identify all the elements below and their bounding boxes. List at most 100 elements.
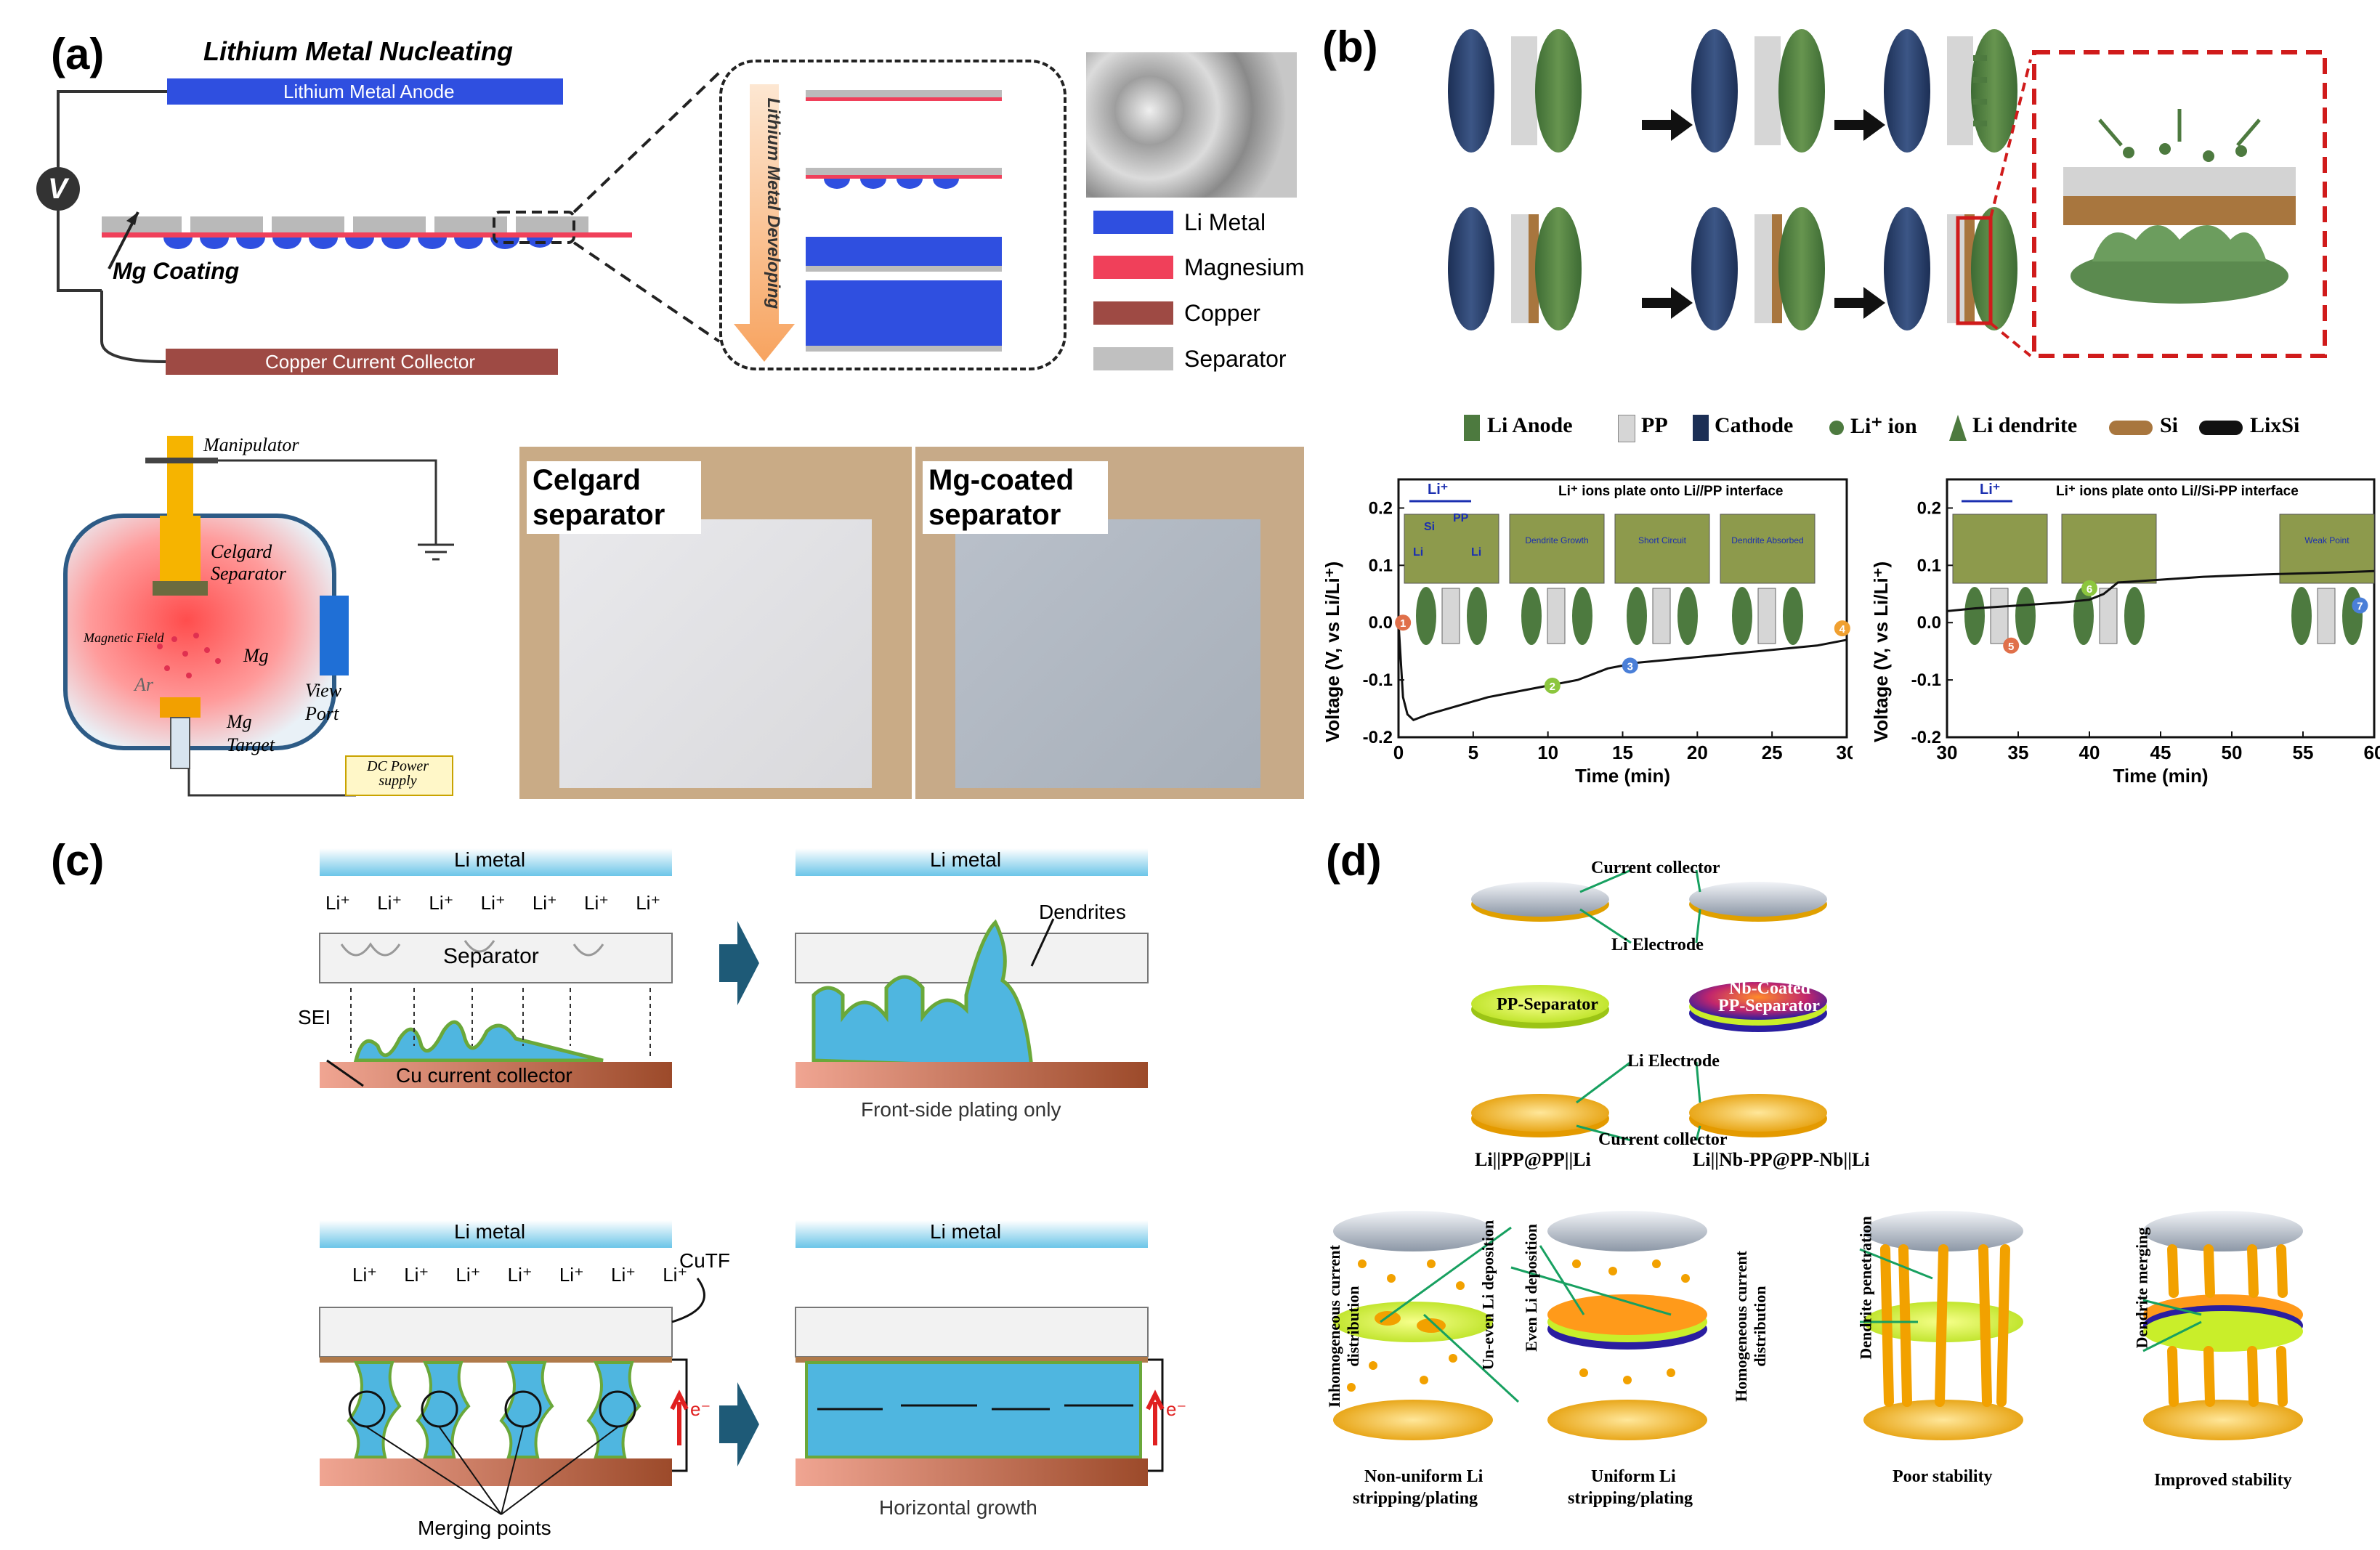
collector-label: Copper Current Collector xyxy=(265,351,476,373)
inset-cell-anode xyxy=(1627,587,1647,645)
electron-label-left: e⁻ xyxy=(690,1398,711,1420)
inset-cell-separator xyxy=(1547,588,1566,644)
cell-left-label: Li||PP@PP||Li xyxy=(1475,1149,1591,1170)
y-tick-label: 0.0 xyxy=(1369,613,1393,633)
legend-magnesium: Magnesium xyxy=(1184,254,1305,280)
nucleation-schematic xyxy=(36,71,721,375)
inset-photo xyxy=(1509,514,1605,584)
separator-label: Separator xyxy=(443,944,539,968)
cell-row-bottom xyxy=(1448,59,2032,357)
even-deposition-label: Even Li deposition xyxy=(1522,1223,1541,1352)
li-metal-label-tr: Li metal xyxy=(930,848,1002,871)
inset-cell-separator xyxy=(1990,588,2009,644)
stage-marker-label: 6 xyxy=(2086,583,2092,596)
legend-copper: Copper xyxy=(1184,300,1260,326)
inset-cell-cathode xyxy=(1783,587,1803,645)
panel-d-label: (d) xyxy=(1326,836,1382,885)
inset-photo xyxy=(2061,514,2157,584)
x-tick-label: 60 xyxy=(2364,742,2380,763)
caption-uniform-1: Uniform Li xyxy=(1591,1467,1676,1486)
x-axis-label: Time (min) xyxy=(2113,765,2209,787)
inset-cell-anode xyxy=(1964,587,1985,645)
dc-power-label: DC Power supply xyxy=(367,758,429,789)
inset-label: PP xyxy=(1453,512,1469,524)
y-tick-label: -0.1 xyxy=(1911,670,1941,690)
nb-separator-schematic xyxy=(1333,869,2303,1440)
cell-poor-stability xyxy=(1863,1211,2023,1440)
photo-caption: Weak Point xyxy=(2304,535,2349,545)
x-tick-label: 40 xyxy=(2079,742,2100,763)
x-tick-label: 20 xyxy=(1687,742,1708,763)
inset-cell-separator xyxy=(2317,588,2336,644)
inset-label: Si xyxy=(1424,521,1435,533)
x-tick-label: 45 xyxy=(2150,742,2171,763)
stage-marker xyxy=(2003,637,2020,654)
celgard-photo: Celgard separator xyxy=(519,447,912,799)
sei-label: SEI xyxy=(298,1006,331,1028)
developing-zoom-box: Lithium Metal Developing xyxy=(719,60,1066,370)
x-tick-label: 0 xyxy=(1393,742,1404,763)
y-tick-label: 0.2 xyxy=(1369,498,1393,518)
inset-cell-anode xyxy=(2291,587,2312,645)
inset-cell-cathode xyxy=(1572,587,1592,645)
stage-marker-label: 4 xyxy=(1839,623,1846,636)
ar-label: Ar xyxy=(134,674,153,695)
stage-marker-label: 5 xyxy=(2008,641,2014,653)
panel-b-legend: Li Anode PP Cathode Li⁺ ion Li dendrite … xyxy=(1464,410,2379,445)
legend-lixsi: LixSi xyxy=(2250,413,2300,437)
panel-b: (b) Li xyxy=(1308,0,2380,813)
inset-cell-separator xyxy=(2099,588,2118,644)
cutf-schematic xyxy=(319,848,1165,1515)
cell-uniform xyxy=(1547,1211,1707,1440)
panel-b-label: (b) xyxy=(1322,23,1378,71)
inset-cell-anode xyxy=(1521,587,1542,645)
dendrite-penetration-label: Dendrite penetration xyxy=(1856,1216,1875,1360)
cell-row-top xyxy=(1448,29,2017,153)
inset-cell-separator xyxy=(1652,588,1671,644)
panel-a-title: Lithium Metal Nucleating xyxy=(203,36,514,66)
inset-cell-separator xyxy=(1757,588,1776,644)
inset-photo xyxy=(1614,514,1710,584)
developing-label: Lithium Metal Developing xyxy=(764,97,783,309)
inset-photo xyxy=(1952,514,2048,584)
horizontal-growth-label: Horizontal growth xyxy=(879,1496,1037,1519)
legend-li-dendrite: Li dendrite xyxy=(1972,413,2078,437)
y-tick-label: 0.1 xyxy=(1369,556,1393,575)
plot-header: Li⁺ ions plate onto Li//Si-PP interface xyxy=(2056,484,2299,499)
voltage-series-line xyxy=(1397,622,1847,722)
cutf-label: CuTF xyxy=(679,1249,730,1272)
electron-label-right: e⁻ xyxy=(1166,1398,1187,1420)
y-axis-label: Voltage (V, vs Li/Li⁺) xyxy=(1870,561,1892,742)
dendrite-merging-label: Dendrite merging xyxy=(2132,1227,2151,1349)
stage-marker xyxy=(1834,620,1850,637)
photo-caption: Dendrite Growth xyxy=(1525,535,1588,545)
x-tick-label: 15 xyxy=(1612,742,1633,763)
plot-arrow-label: Li⁺ xyxy=(1980,482,2000,498)
inset-cell-anode xyxy=(1732,587,1752,645)
inhomogeneous-label: Inhomogeneous current distribution xyxy=(1325,1245,1362,1408)
legend-li-metal: Li Metal xyxy=(1184,209,1266,235)
dc-power-box xyxy=(345,755,453,796)
caption-improved-stability: Improved stability xyxy=(2154,1471,2292,1490)
stage-marker xyxy=(1622,657,1638,674)
caption-uniform-2: stripping/plating xyxy=(1568,1489,1693,1508)
dendrites-label: Dendrites xyxy=(1039,901,1126,923)
homogeneous-label: Homogeneous current distribution xyxy=(1732,1251,1769,1402)
legend-separator: Separator xyxy=(1184,346,1287,372)
stage-marker xyxy=(1395,614,1412,631)
inset-label: Li xyxy=(1471,546,1481,559)
legend-li-anode: Li Anode xyxy=(1487,413,1573,437)
voltage-chart-right: Weak Point Li⁺ ions plate onto Li//Si-PP … xyxy=(1870,478,2380,787)
voltmeter xyxy=(36,167,80,211)
pp-separator-label: PP-Separator xyxy=(1497,995,1598,1014)
current-collector-label-top: Current collector xyxy=(1591,859,1720,877)
inset-cell-cathode xyxy=(2015,587,2036,645)
merging-points-label: Merging points xyxy=(418,1517,551,1539)
front-side-label: Front-side plating only xyxy=(861,1098,1061,1121)
panel-c-label: (c) xyxy=(51,836,105,885)
y-tick-label: 0.0 xyxy=(1917,613,1941,633)
magnetic-field-label: Magnetic Field xyxy=(84,630,164,645)
anode-label: Lithium Metal Anode xyxy=(283,81,455,102)
panel-d: (d) xyxy=(1235,813,2380,1550)
sputter-chamber xyxy=(63,436,454,797)
